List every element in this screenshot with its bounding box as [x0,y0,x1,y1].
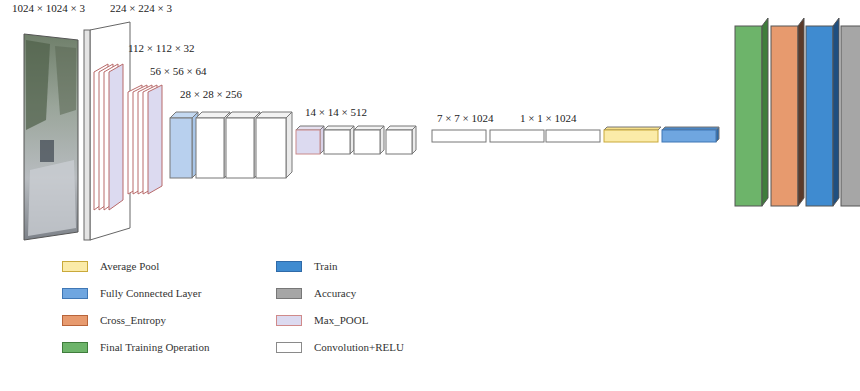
legend-item: Max_POOL [276,314,368,326]
dense-bars [432,127,719,142]
legend-text: Final Training Operation [100,341,209,353]
legend-text: Train [314,260,337,272]
legend-item: Cross_Entropy [62,314,166,326]
conv-stack-56 [128,85,162,194]
legend-text: Fully Connected Layer [100,287,201,299]
legend-item: Fully Connected Layer [62,287,201,299]
legend-text: Cross_Entropy [100,314,166,326]
dimension-label: 56 × 56 × 64 [150,65,206,78]
legend-item: Convolution+RELU [276,341,404,353]
legend-swatch [62,315,88,326]
legend-text: Average Pool [100,260,159,272]
legend-swatch [62,261,88,272]
dimension-label: 7 × 7 × 1024 [437,112,493,125]
dimension-label: 28 × 28 × 256 [180,88,242,101]
legend-text: Max_POOL [314,314,368,326]
dimension-label: 1 × 1 × 1024 [520,112,576,125]
legend-text: Convolution+RELU [314,341,404,353]
conv-blocks-14 [296,126,416,154]
legend-text: Accuracy [314,287,356,299]
dimension-label: 1024 × 1024 × 3 [12,2,85,15]
conv-blocks-28 [170,112,292,178]
dimension-label: 14 × 14 × 512 [305,106,367,119]
legend-swatch [62,288,88,299]
conv-stack-112 [94,64,123,210]
dimension-label: 112 × 112 × 32 [128,42,195,55]
output-boards [735,18,860,206]
dimension-label: 224 × 224 × 3 [110,2,172,15]
legend-swatch [276,342,302,353]
legend-item: Final Training Operation [62,341,209,353]
legend-item: Average Pool [62,260,159,272]
legend-item: Train [276,260,337,272]
legend-swatch [276,288,302,299]
legend-swatch [276,261,302,272]
input-layer [84,22,130,240]
legend-swatch [62,342,88,353]
input-image [24,34,78,240]
legend-item: Accuracy [276,287,356,299]
legend-swatch [276,315,302,326]
